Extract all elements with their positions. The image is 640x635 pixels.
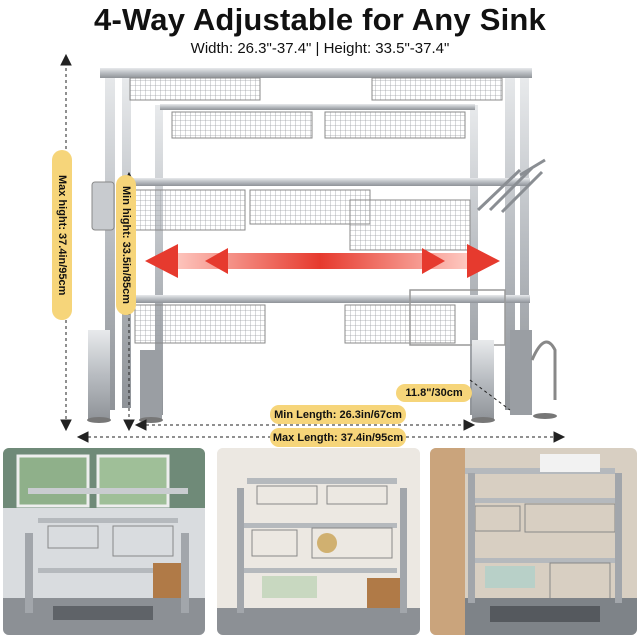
depth-label: 11.8"/30cm bbox=[396, 384, 472, 402]
page-subtitle: Width: 26.3"-37.4" | Height: 33.5"-37.4" bbox=[190, 40, 450, 57]
photo-white-tile-kitchen bbox=[217, 448, 420, 635]
lower-shelf bbox=[120, 289, 530, 346]
middle-shelf bbox=[91, 178, 530, 251]
photo-window-kitchen bbox=[3, 448, 205, 635]
top-shelf bbox=[100, 68, 532, 139]
min-height-label: Min hight: 33.5in/85cm bbox=[116, 175, 136, 315]
min-length-label: Min Length: 26.3in/67cm bbox=[270, 405, 406, 424]
photo-wood-cabinet-kitchen bbox=[430, 448, 637, 635]
knife-rack bbox=[476, 158, 546, 214]
rack-feet bbox=[87, 330, 557, 423]
max-height-label: Max hight: 37.4in/95cm bbox=[52, 150, 72, 320]
page-title: 4-Way Adjustable for Any Sink bbox=[94, 2, 546, 37]
width-arrow bbox=[145, 244, 500, 278]
max-length-label: Max Length: 37.4in/95cm bbox=[270, 428, 406, 447]
rack-illustration bbox=[60, 53, 566, 443]
